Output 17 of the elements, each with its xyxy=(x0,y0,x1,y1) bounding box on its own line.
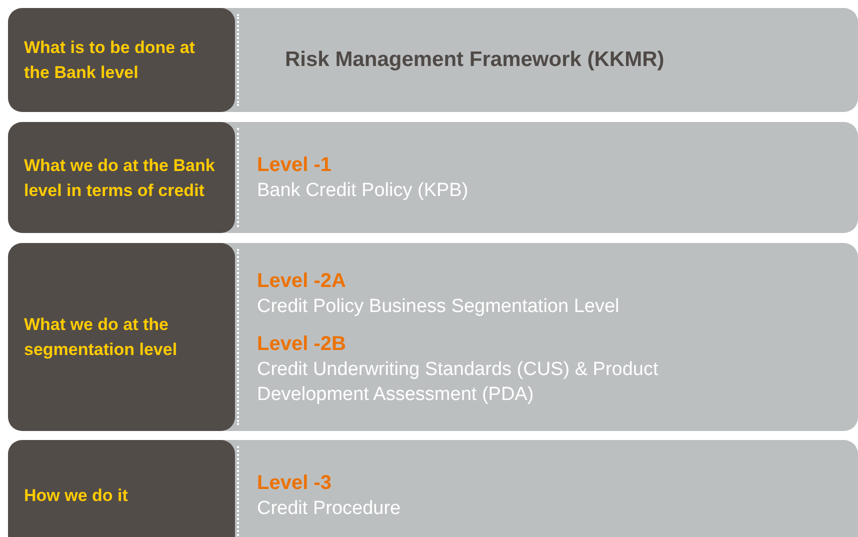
level-heading: Level -1 xyxy=(257,153,332,178)
row-question: How we do it xyxy=(24,484,129,506)
level-description: Credit Procedure xyxy=(257,496,402,520)
level-description: Bank Credit Policy (KPB) xyxy=(257,179,470,203)
framework-title: Risk Management Framework (KKMR) xyxy=(284,48,666,72)
label-panel xyxy=(8,122,235,233)
label-panel xyxy=(8,440,235,537)
level-description: Credit Policy Business Segmentation Level xyxy=(257,294,620,318)
level-heading: Level -3 xyxy=(257,470,332,496)
level-heading: Level -2B xyxy=(257,332,347,356)
label-panel xyxy=(8,243,235,431)
row-question: What we do at the segmentation level xyxy=(24,314,178,361)
row-question: What is to be done at the Bank level xyxy=(24,37,196,84)
label-panel xyxy=(8,8,235,112)
row-question: What we do at the Bank level in terms of credit xyxy=(24,154,216,202)
level-heading: Level -2A xyxy=(257,268,347,294)
level-description: Credit Underwriting Standards (CUS) & Product Development Assessment (PDA) xyxy=(257,358,660,406)
